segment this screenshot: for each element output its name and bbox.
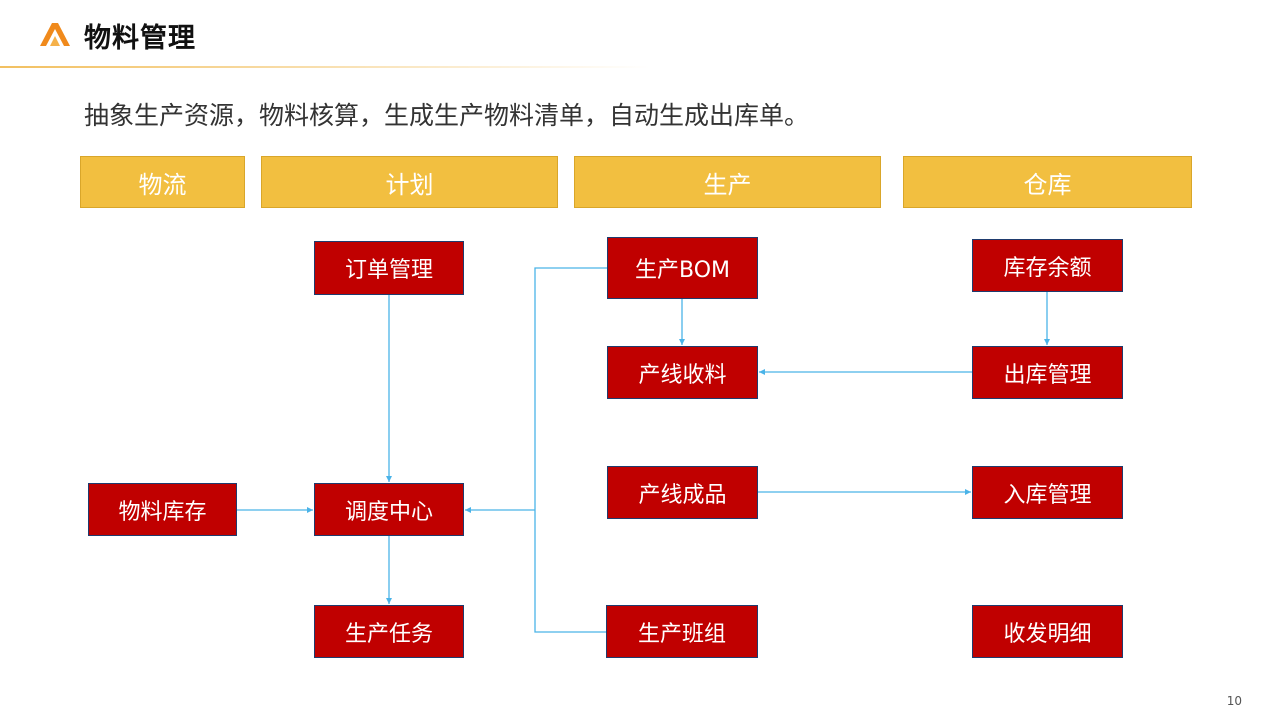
connector-production-bracket (534, 267, 607, 633)
node-production-task: 生产任务 (314, 605, 464, 658)
node-production-team: 生产班组 (606, 605, 758, 658)
node-material-inventory: 物料库存 (88, 483, 237, 536)
node-transaction-details: 收发明细 (972, 605, 1123, 658)
node-order-management: 订单管理 (314, 241, 464, 295)
column-header-planning: 计划 (261, 156, 558, 208)
subtitle: 抽象生产资源，物料核算，生成生产物料清单，自动生成出库单。 (84, 101, 810, 130)
header-divider (0, 66, 650, 68)
column-header-logistics: 物流 (80, 156, 245, 208)
node-line-receiving: 产线收料 (607, 346, 758, 399)
page-title: 物料管理 (84, 23, 196, 54)
node-inbound-management: 入库管理 (972, 466, 1123, 519)
node-inventory-balance: 库存余额 (972, 239, 1123, 292)
node-outbound-management: 出库管理 (972, 346, 1123, 399)
column-header-production: 生产 (574, 156, 881, 208)
node-dispatch-center: 调度中心 (314, 483, 464, 536)
page-number: 10 (1226, 694, 1242, 708)
node-production-bom: 生产BOM (607, 237, 758, 299)
orange-a-logo-icon (40, 23, 70, 46)
column-header-warehouse: 仓库 (903, 156, 1192, 208)
node-line-finished-goods: 产线成品 (607, 466, 758, 519)
